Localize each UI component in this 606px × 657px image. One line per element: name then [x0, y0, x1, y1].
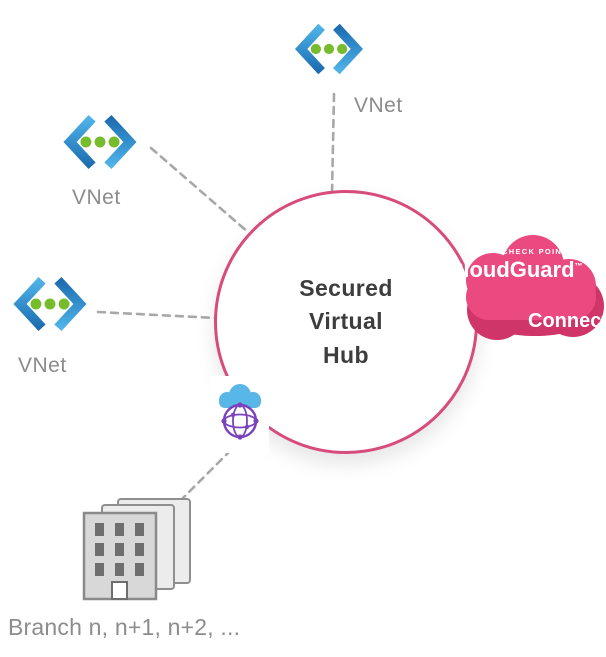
vnet-node-left: VNet [6, 260, 94, 377]
vnet-node-top: VNet [288, 8, 402, 117]
connect-wordmark: Connect [528, 310, 606, 332]
hub-title: Secured Virtual Hub [299, 274, 393, 368]
vnet-node-upper-left: VNet [56, 98, 144, 209]
check-point-brand: CHECK POINT [502, 247, 568, 256]
branch-label: Branch n, n+1, n+2, ... [8, 614, 241, 640]
virtual-wan-card [211, 376, 269, 453]
vnet-icon [63, 114, 137, 170]
cloudguard-wordmark: CloudGuard™ [447, 257, 583, 283]
vnet-label: VNet [72, 186, 121, 209]
vnet-label: VNet [18, 354, 67, 377]
cloudguard-cloud-icon [466, 235, 604, 340]
vnet-icon [13, 276, 87, 332]
cloudguard-connect-logo: CHECK POINT CloudGuard™ Connect [447, 226, 606, 352]
connector-top-vnet [330, 92, 336, 195]
connector-left-vnet [96, 310, 218, 320]
branch-buildings-icon [78, 497, 196, 610]
branch-buildings-svg [82, 498, 191, 601]
cloudguard-text: CloudGuard [447, 257, 575, 282]
connector-upperleft-vnet [149, 146, 251, 235]
virtual-wan-icon [219, 384, 261, 440]
trademark-symbol: ™ [574, 261, 583, 271]
vnet-label: VNet [354, 94, 403, 117]
vnet-icon [294, 23, 364, 75]
